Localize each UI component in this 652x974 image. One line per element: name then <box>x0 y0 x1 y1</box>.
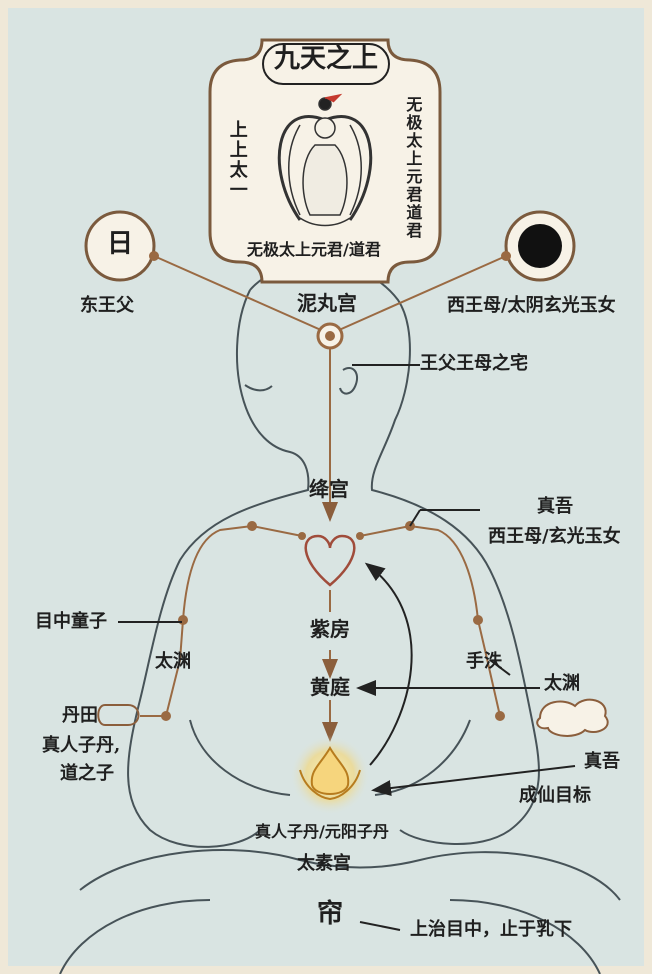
true-self-top-label: 真吾 <box>537 497 573 518</box>
moon-label: 西王母/太阴玄光玉女 <box>447 296 616 317</box>
sun-glyph: 日 <box>107 230 133 260</box>
cloud-symbol <box>537 700 608 736</box>
top-title: 九天之上 <box>270 45 382 75</box>
purple-room-label: 紫房 <box>310 618 350 641</box>
jianggong-label: 绛宫 <box>309 478 349 501</box>
bottom-note: 上治目中，止于乳下 <box>410 920 572 941</box>
heart-shape <box>306 536 355 585</box>
left-deity-title: 上上太一 <box>226 120 247 200</box>
bottom-glyph: 帘 <box>317 900 343 930</box>
child-caption-2: 道之子 <box>60 764 114 785</box>
top-panel-caption: 无极太上元君/道君 <box>247 241 381 259</box>
right-taiyuan-label: 太渊 <box>544 674 580 695</box>
xiwangmu-jade-label: 西王母/玄光玉女 <box>488 527 621 548</box>
goal-label: 成仙目标 <box>519 786 591 807</box>
true-self-bottom-label: 真吾 <box>584 752 620 773</box>
niwan-label: 泥丸宫 <box>297 292 357 315</box>
great-plain-label: 太素宫 <box>297 854 351 875</box>
eye-child-label: 目中童子 <box>35 612 107 633</box>
left-taiyuan-label: 太渊 <box>155 652 191 673</box>
shoubiao-label: 手泆 <box>466 652 502 673</box>
child-caption-1: 真人子丹, <box>42 736 120 757</box>
elixir-label: 真人子丹/元阳子丹 <box>255 823 389 841</box>
dantian-label: 丹田 <box>62 706 98 727</box>
head-side-label: 王父王母之宅 <box>420 354 528 375</box>
yellow-court-label: 黄庭 <box>310 676 350 699</box>
sun-label: 东王父 <box>80 296 134 317</box>
right-deity-title: 无极太上元君道君 <box>403 96 421 240</box>
